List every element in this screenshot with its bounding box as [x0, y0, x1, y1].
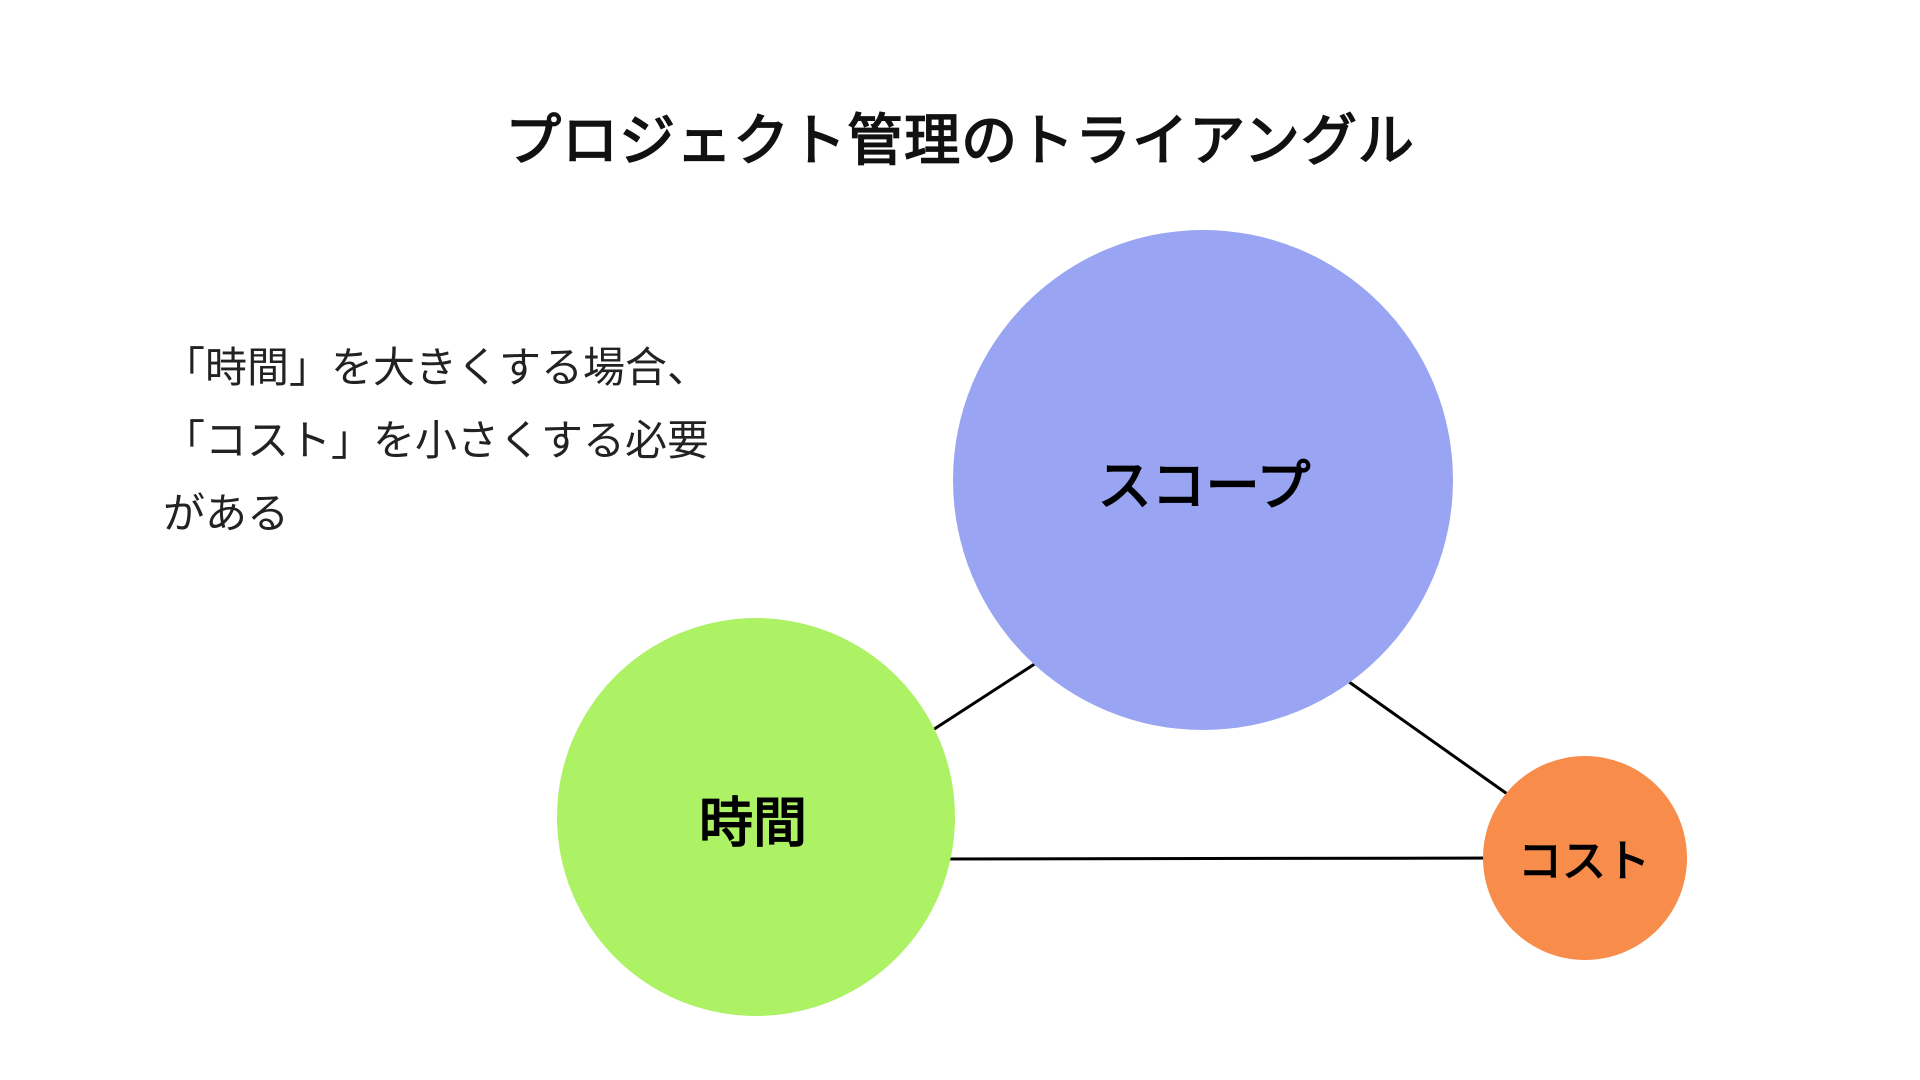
edge-scope-cost [1334, 670, 1521, 805]
edge-time-cost [929, 856, 1511, 861]
cost-circle [1483, 756, 1687, 960]
page-title: プロジェクト管理のトライアングル [505, 109, 1415, 172]
time-label: 時間 [699, 793, 807, 854]
cost-label: コスト [1518, 837, 1650, 886]
scope-label: スコープ [1097, 456, 1311, 517]
annotation-text: 「時間」を大きくする場合、 「コスト」を小さくする必要 がある [163, 344, 710, 537]
time-circle [557, 618, 955, 1016]
scope-circle [953, 230, 1453, 730]
